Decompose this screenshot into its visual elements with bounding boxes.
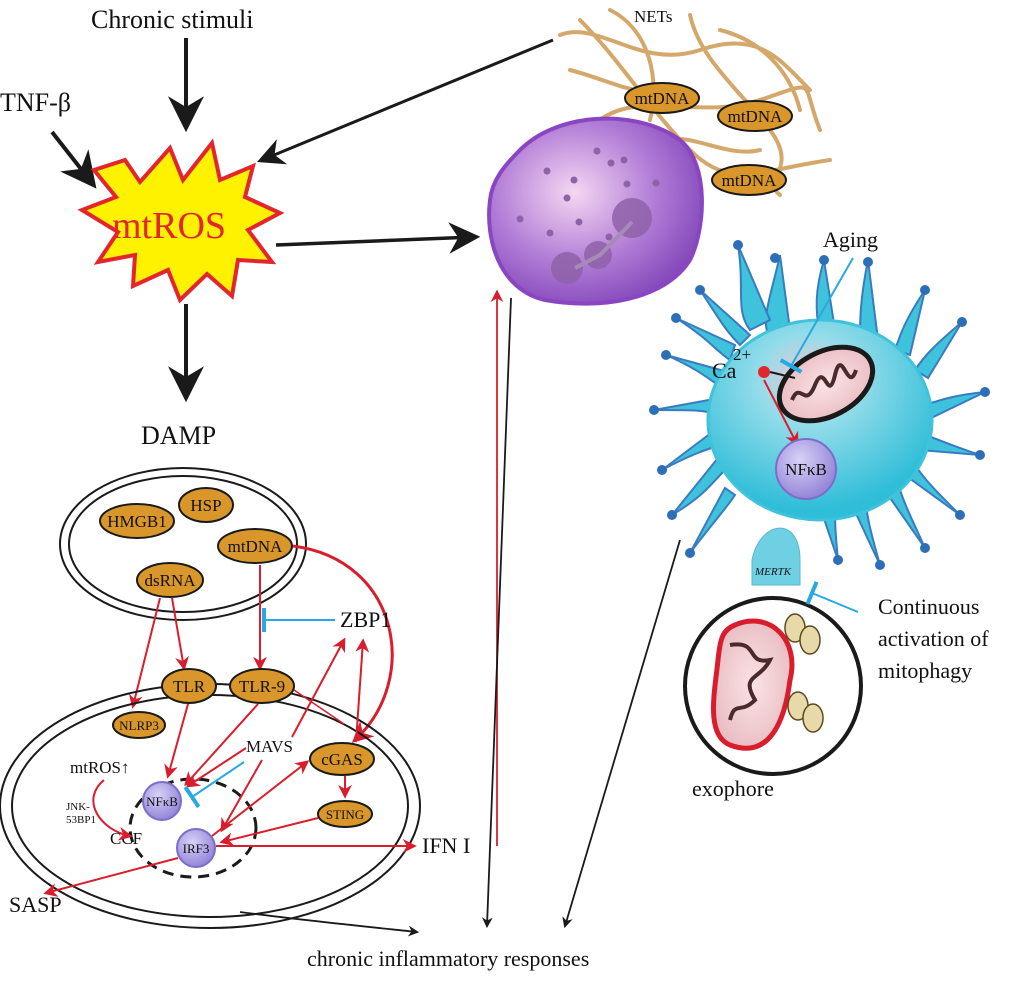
mavs-to-nfkb-arrow: [185, 747, 247, 788]
damp-outer-oval: [59, 467, 307, 621]
hsp-pill: HSP: [178, 487, 234, 523]
mtdna-pill-3: mtDNA: [711, 164, 787, 196]
mtdna-pill-2: mtDNA: [717, 100, 793, 132]
cgas-to-zbp1-arrow: [355, 638, 370, 743]
irf3-to-cgas-arrow: [211, 760, 310, 837]
calcium-to-mito-line: [769, 371, 796, 379]
svg-text:TLR-9: TLR-9: [239, 677, 285, 696]
dc-mitochondrion: [776, 344, 876, 424]
tlr9-pill: TLR-9: [229, 668, 295, 704]
ccf-dashed-boundary: [128, 777, 258, 879]
dendritic-cell: NFκB: [649, 240, 990, 586]
damp-label: DAMP: [141, 421, 216, 450]
svg-text:mtDNA: mtDNA: [635, 89, 691, 108]
sasp-label: SASP: [9, 892, 62, 917]
nlrp3-pill: NLRP3: [112, 711, 166, 739]
irf3-to-sasp-arrow: [43, 857, 179, 897]
ca-label: Ca: [712, 358, 737, 383]
mtdna-to-cgas-arrow: [292, 544, 394, 743]
cgas-pill: cGAS: [309, 742, 375, 776]
calcium-dot: [758, 366, 770, 378]
aging-inhibit: [779, 257, 854, 374]
nets-to-mtros-arrow: [257, 38, 554, 165]
cell-to-responses-arrow: [239, 911, 420, 937]
dsrna-to-nlrp3-arrow: [128, 597, 161, 709]
mavs-to-nfkb-inhibit: [183, 761, 245, 809]
neutrophil-cell: [487, 116, 704, 306]
tlr9-to-nfkb-arrow: [184, 703, 259, 787]
mtros-center-label: mtROS: [112, 205, 226, 247]
dsrna-to-tlr-arrow: [171, 597, 190, 671]
svg-text:TLR: TLR: [173, 677, 206, 696]
svg-text:HSP: HSP: [190, 496, 221, 515]
dc-nfkb-node: [775, 438, 837, 500]
svg-text:STING: STING: [326, 807, 364, 822]
aging-label: Aging: [823, 227, 878, 252]
mavs-to-zbp1-arrow: [291, 637, 346, 738]
mtros-to-neutrophil-arrow: [275, 222, 481, 254]
tnf-to-mtros-arrow: [50, 130, 97, 189]
zbp1-label: ZBP1: [340, 607, 391, 632]
dc-to-responses-arrow: [562, 539, 681, 929]
calcium-to-nfkb-arrow: [763, 379, 799, 447]
hmgb1-pill: HMGB1: [99, 503, 175, 539]
nets-label: NETs: [634, 7, 672, 26]
tnf-beta-label: TNF-β: [0, 88, 71, 117]
svg-text:HMGB1: HMGB1: [107, 512, 167, 531]
jnk-label: JNK-: [66, 801, 90, 813]
mavs-to-irf3-arrow: [220, 759, 263, 833]
chronic-stimuli-label: Chronic stimuli: [91, 5, 254, 34]
neutrophil-to-responses-arrow: [481, 297, 512, 929]
exophore-circle: [683, 596, 863, 776]
ccf-label: CCF: [110, 829, 142, 848]
irf3-node: IRF3: [176, 828, 216, 868]
svg-text:cGAS: cGAS: [321, 750, 363, 769]
sting-to-irf3-arrow: [219, 817, 319, 847]
dc-nfkb-label: NFκB: [785, 460, 827, 479]
svg-text:dsRNA: dsRNA: [144, 571, 196, 590]
svg-text:mtDNA: mtDNA: [228, 537, 284, 556]
svg-text:mtDNA: mtDNA: [722, 171, 778, 190]
sting-pill: STING: [317, 800, 373, 828]
tlr9-to-sting-arrow: [293, 689, 345, 725]
continuous-line-3: mitophagy: [878, 658, 972, 683]
svg-text:mtDNA: mtDNA: [728, 107, 784, 126]
exophore-label: exophore: [692, 776, 774, 801]
nfkb-node: NFκB: [142, 781, 182, 821]
mtros-burst: [77, 138, 285, 304]
tlr-pill: TLR: [161, 668, 217, 704]
53bp1-label: 53BP1: [66, 814, 96, 826]
svg-text:NLRP3: NLRP3: [119, 718, 159, 733]
svg-text:IRF3: IRF3: [183, 841, 210, 856]
damp-inner-oval: [68, 475, 298, 613]
mtros-up-label: mtROS↑: [70, 758, 130, 777]
mitophagy-inhibit: [805, 581, 859, 613]
ifn-label: IFN I: [422, 833, 470, 858]
chronic-inflammatory-label: chronic inflammatory responses: [307, 946, 589, 971]
svg-text:NFκB: NFκB: [146, 794, 178, 809]
dsrna-pill: dsRNA: [136, 562, 204, 598]
mtros-to-ccf-arrow: [92, 779, 133, 841]
mertk-label: MERTK: [754, 566, 792, 578]
mtdna-damp-pill: mtDNA: [217, 528, 293, 564]
ca-superscript: 2+: [733, 345, 751, 364]
tlr-to-nfkb-arrow: [164, 703, 189, 779]
continuous-line-2: activation of: [878, 626, 989, 651]
continuous-line-1: Continuous: [878, 594, 979, 619]
mtdna-pill-1: mtDNA: [624, 82, 700, 114]
mavs-label: MAVS: [246, 737, 293, 756]
